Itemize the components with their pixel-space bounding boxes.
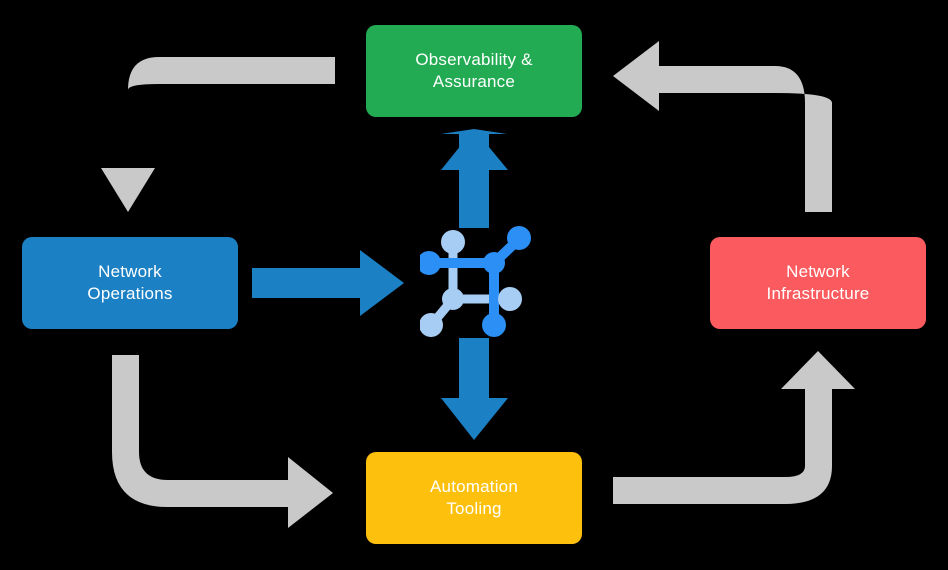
node-network-operations[interactable]: Network Operations <box>22 237 238 329</box>
node-network-infrastructure[interactable]: Network Infrastructure <box>710 237 926 329</box>
connector-infrastructure-to-observability <box>613 41 832 212</box>
node-label-observability: Observability & Assurance <box>415 49 533 91</box>
connector-automation-to-infrastructure <box>613 351 855 504</box>
node-observability-assurance[interactable]: Observability & Assurance <box>366 25 582 117</box>
connector-center-to-observability-head <box>441 129 508 170</box>
connector-center-to-automation-head <box>441 398 508 440</box>
network-topology-icon <box>417 226 531 337</box>
node-automation-tooling[interactable]: Automation Tooling <box>366 452 582 544</box>
topology-bold-nodes <box>417 226 531 337</box>
connector-operations-to-automation <box>112 355 333 528</box>
node-label-operations: Network Operations <box>87 261 173 303</box>
connector-center-to-observability-shaft <box>459 160 489 228</box>
topology-light-nodes <box>419 230 522 337</box>
center-network-icon <box>417 222 538 340</box>
connector-observability-to-operations <box>101 57 335 212</box>
connector-operations-to-center <box>252 250 404 316</box>
connector-center-to-automation-shaft <box>459 338 489 400</box>
node-label-infrastructure: Network Infrastructure <box>766 261 870 303</box>
node-label-automation: Automation Tooling <box>430 476 518 518</box>
